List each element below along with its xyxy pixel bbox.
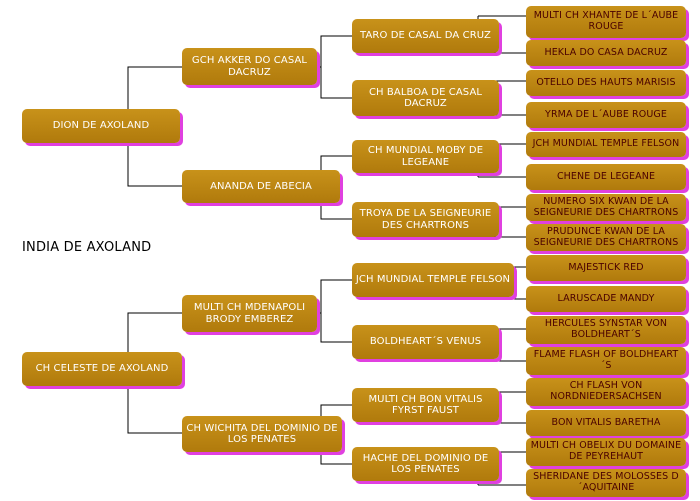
pedigree-title: INDIA DE AXOLAND (22, 240, 152, 255)
sire-sire-sire-name: TARO DE CASAL DA CRUZ (360, 30, 491, 42)
dam-dam-sire-box[interactable]: MULTI CH BON VITALIS FYRST FAUST (352, 388, 499, 422)
sire-dam-sire-sire-name: JCH MUNDIAL TEMPLE FELSON (532, 138, 680, 150)
dam-dam-sire-name: MULTI CH BON VITALIS FYRST FAUST (368, 393, 483, 417)
sire-sire-dam-dam-name: YRMA DE L´AUBE ROUGE (545, 108, 667, 120)
dam-dam-sire-dam-name: BON VITALIS BARETHA (551, 416, 661, 428)
sire-sire-name: GCH AKKER DO CASAL DACRUZ (191, 55, 308, 78)
sire-dam-name: ANANDA DE ABECIA (210, 180, 312, 192)
sire-dam-sire-dam-name: CHENE DE LEGEANE (556, 170, 656, 182)
sire-dam-sire-sire-box[interactable]: JCH MUNDIAL TEMPLE FELSON (526, 132, 686, 157)
dam-sire-dam-dam-box[interactable]: FLAME FLASH OF BOLDHEART´S (526, 347, 686, 375)
sire-box[interactable]: DION DE AXOLAND (22, 109, 180, 143)
sire-dam-dam-dam-box[interactable]: PRUDUNCE KWAN DE LA SEIGNEURIE DES CHART… (526, 224, 686, 251)
sire-sire-dam-sire-box[interactable]: OTELLO DES HAUTS MARISIS (526, 70, 686, 96)
dam-sire-sire-dam-box[interactable]: LARUSCADE MANDY (526, 286, 686, 312)
dam-name: CH CELESTE DE AXOLAND (35, 363, 169, 375)
dam-dam-dam-sire-name: MULTI CH OBELIX DU DOMAINE DE PEYREHAUT (530, 440, 682, 462)
dam-dam-dam-name: HACHE DEL DOMINIO DE LOS PENATES (362, 452, 489, 476)
sire-dam-box[interactable]: ANANDA DE ABECIA (182, 170, 340, 203)
sire-name: DION DE AXOLAND (52, 120, 150, 132)
dam-sire-box[interactable]: MULTI CH MDENAPOLI BRODY EMBEREZ (182, 295, 317, 332)
sire-sire-sire-sire-name: MULTI CH XHANTE DE L´AUBE ROUGE (533, 10, 679, 32)
dam-dam-sire-sire-name: CH FLASH VON NORDNIEDERSACHSEN (550, 380, 662, 402)
sire-dam-dam-box[interactable]: TROYA DE LA SEIGNEURIE DES CHARTRONS (352, 202, 499, 237)
sire-dam-sire-name: CH MUNDIAL MOBY DE LEGEANE (367, 145, 484, 168)
sire-dam-sire-dam-box[interactable]: CHENE DE LEGEANE (526, 164, 686, 190)
sire-dam-dam-sire-name: NUMERO SIX KWAN DE LA SEIGNEURIE DES CHA… (533, 195, 679, 218)
sire-sire-dam-name: CH BALBOA DE CASAL DACRUZ (368, 86, 483, 110)
sire-dam-dam-sire-box[interactable]: NUMERO SIX KWAN DE LA SEIGNEURIE DES CHA… (526, 194, 686, 221)
dam-sire-dam-sire-name: HERCULES SYNSTAR VON BOLDHEART´S (544, 318, 668, 340)
sire-dam-dam-name: TROYA DE LA SEIGNEURIE DES CHARTRONS (359, 208, 492, 231)
sire-sire-sire-sire-box[interactable]: MULTI CH XHANTE DE L´AUBE ROUGE (526, 6, 686, 38)
dam-sire-sire-sire-box[interactable]: MAJESTICK RED (526, 255, 686, 281)
sire-sire-sire-dam-name: HEKLA DO CASA DACRUZ (544, 46, 668, 58)
dam-sire-sire-dam-name: LARUSCADE MANDY (557, 292, 655, 304)
sire-sire-sire-dam-box[interactable]: HEKLA DO CASA DACRUZ (526, 40, 686, 66)
dam-dam-sire-dam-box[interactable]: BON VITALIS BARETHA (526, 410, 686, 436)
sire-dam-dam-dam-name: PRUDUNCE KWAN DE LA SEIGNEURIE DES CHART… (533, 225, 679, 248)
dam-dam-name: CH WICHITA DEL DOMINIO DE LOS PENATES (186, 422, 338, 446)
dam-dam-box[interactable]: CH WICHITA DEL DOMINIO DE LOS PENATES (182, 416, 342, 452)
sire-sire-dam-dam-box[interactable]: YRMA DE L´AUBE ROUGE (526, 102, 686, 128)
dam-sire-dam-dam-name: FLAME FLASH OF BOLDHEART´S (533, 349, 679, 371)
dam-dam-dam-dam-box[interactable]: SHERIDANE DES MOLOSSES D´AQUITAINE (526, 469, 686, 497)
sire-dam-sire-box[interactable]: CH MUNDIAL MOBY DE LEGEANE (352, 140, 499, 173)
dam-dam-dam-box[interactable]: HACHE DEL DOMINIO DE LOS PENATES (352, 447, 499, 481)
dam-sire-sire-name: JCH MUNDIAL TEMPLE FELSON (355, 274, 511, 286)
sire-sire-dam-sire-name: OTELLO DES HAUTS MARISIS (536, 76, 676, 88)
dam-dam-dam-sire-box[interactable]: MULTI CH OBELIX DU DOMAINE DE PEYREHAUT (526, 438, 686, 466)
sire-sire-dam-box[interactable]: CH BALBOA DE CASAL DACRUZ (352, 80, 499, 116)
dam-sire-name: MULTI CH MDENAPOLI BRODY EMBEREZ (193, 302, 306, 325)
dam-sire-dam-name: BOLDHEART´S VENUS (369, 336, 482, 348)
dam-sire-sire-sire-name: MAJESTICK RED (568, 261, 644, 273)
sire-sire-box[interactable]: GCH AKKER DO CASAL DACRUZ (182, 48, 317, 85)
dam-dam-dam-dam-name: SHERIDANE DES MOLOSSES D´AQUITAINE (533, 471, 679, 493)
sire-sire-sire-box[interactable]: TARO DE CASAL DA CRUZ (352, 19, 499, 53)
dam-sire-dam-sire-box[interactable]: HERCULES SYNSTAR VON BOLDHEART´S (526, 316, 686, 344)
dam-sire-dam-box[interactable]: BOLDHEART´S VENUS (352, 325, 499, 359)
dam-box[interactable]: CH CELESTE DE AXOLAND (22, 352, 182, 386)
dam-sire-sire-box[interactable]: JCH MUNDIAL TEMPLE FELSON (352, 263, 514, 297)
dam-dam-sire-sire-box[interactable]: CH FLASH VON NORDNIEDERSACHSEN (526, 378, 686, 406)
